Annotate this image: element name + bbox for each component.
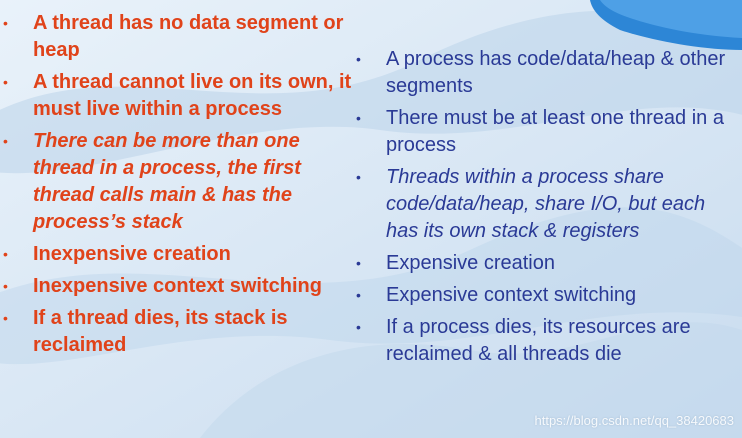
bullet-icon: •	[3, 246, 8, 262]
list-item-text: A process has code/data/heap & other seg…	[386, 48, 726, 97]
bullet-icon: •	[3, 310, 8, 326]
bullet-icon: •	[3, 74, 8, 90]
list-item-text: Inexpensive context switching	[33, 275, 322, 297]
list-item-text: If a process dies, its resources are rec…	[386, 316, 691, 365]
thread-bullet-list: • A thread has no data segment or heap • A …	[0, 10, 352, 359]
left-list-item: • Inexpensive context switching	[0, 273, 352, 300]
bullet-icon: •	[3, 133, 8, 149]
thread-column: • A thread has no data segment or heap • A …	[0, 10, 352, 364]
left-list-item: • A thread has no data segment or heap	[0, 10, 352, 64]
process-column: • A process has code/data/heap & other se…	[352, 46, 742, 373]
left-list-item: • There can be more than one thread in a …	[0, 128, 352, 236]
list-item-text: If a thread dies, its stack is reclaimed	[33, 307, 288, 356]
process-bullet-list: • A process has code/data/heap & other se…	[352, 46, 742, 368]
right-list-item: • If a process dies, its resources are re…	[352, 314, 742, 368]
bullet-icon: •	[3, 278, 8, 294]
left-list-item: • If a thread dies, its stack is reclaime…	[0, 305, 352, 359]
right-list-item: • Threads within a process share code/dat…	[352, 164, 742, 245]
list-item-text: Expensive context switching	[386, 284, 637, 306]
right-list-item: • There must be at least one thread in a …	[352, 105, 742, 159]
right-list-item: • A process has code/data/heap & other se…	[352, 46, 742, 100]
right-list-item: • Expensive creation	[352, 250, 742, 277]
watermark: https://blog.csdn.net/qq_38420683	[534, 413, 735, 428]
bullet-icon: •	[356, 169, 361, 185]
list-item-text: A thread cannot live on its own, it must…	[33, 71, 352, 120]
bullet-icon: •	[356, 51, 361, 67]
list-item-text: Threads within a process share code/data…	[386, 166, 706, 242]
list-item-text: Inexpensive creation	[33, 243, 231, 265]
right-list-item: • Expensive context switching	[352, 282, 742, 309]
list-item-text: A thread has no data segment or heap	[33, 12, 344, 61]
bullet-icon: •	[356, 287, 361, 303]
left-list-item: • A thread cannot live on its own, it mus…	[0, 69, 352, 123]
list-item-text: There can be more than one thread in a p…	[33, 130, 301, 233]
bullet-icon: •	[356, 319, 361, 335]
bullet-icon: •	[356, 110, 361, 126]
left-list-item: • Inexpensive creation	[0, 241, 352, 268]
list-item-text: Expensive creation	[386, 252, 555, 274]
bullet-icon: •	[356, 255, 361, 271]
bullet-icon: •	[3, 15, 8, 31]
list-item-text: There must be at least one thread in a p…	[386, 107, 724, 156]
